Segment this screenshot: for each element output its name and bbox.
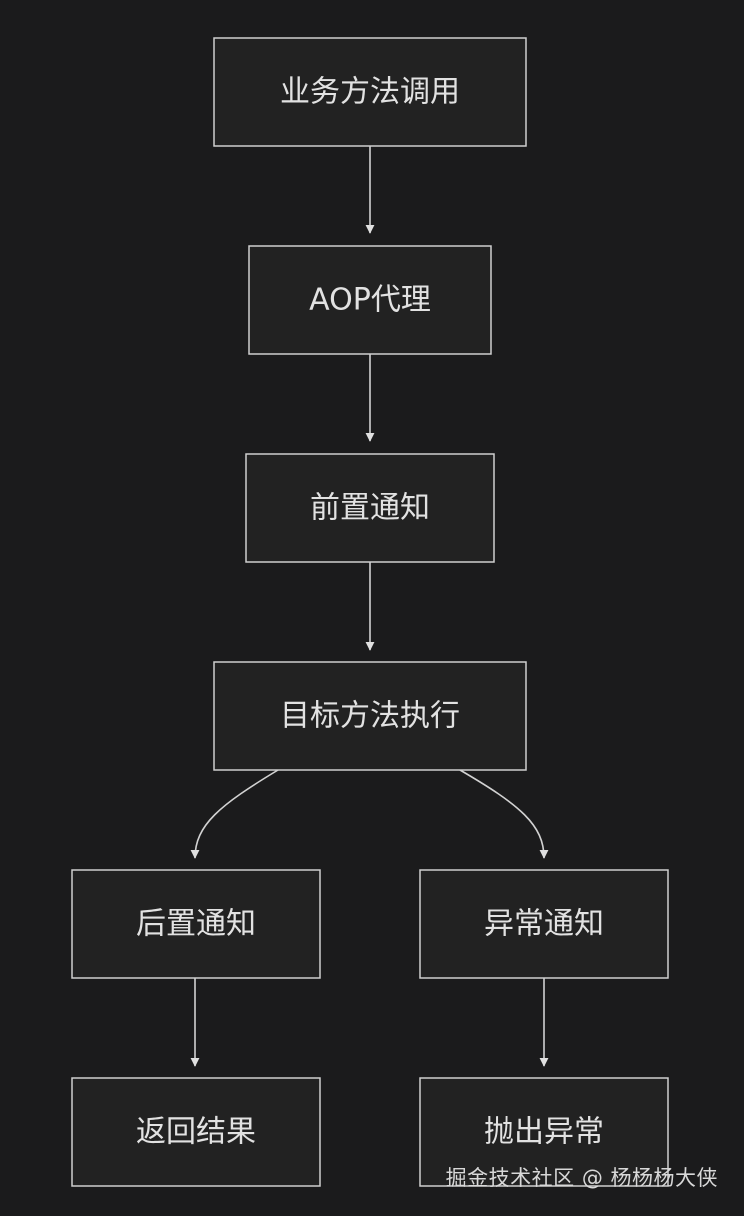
node-target-exec: 目标方法执行 <box>213 661 527 771</box>
node-exception-advice-label: 异常通知 <box>484 907 604 942</box>
node-aop-proxy-label: AOP代理 <box>309 283 431 318</box>
watermark: 掘金技术社区 @ 杨杨杨大侠 <box>445 1166 718 1190</box>
node-before-advice: 前置通知 <box>245 453 495 563</box>
node-after-advice: 后置通知 <box>71 869 321 979</box>
node-aop-proxy: AOP代理 <box>248 245 492 355</box>
edge-target-exec-to-after-advice <box>190 769 279 859</box>
node-before-advice-label: 前置通知 <box>310 491 430 526</box>
node-after-advice-label: 后置通知 <box>136 907 256 942</box>
node-business-call-label: 业务方法调用 <box>280 75 460 110</box>
node-return-result: 返回结果 <box>71 1077 321 1187</box>
edge-target-exec-to-exception-advice <box>459 769 549 859</box>
node-business-call: 业务方法调用 <box>213 37 527 147</box>
node-throw-exception-label: 抛出异常 <box>484 1115 604 1150</box>
node-target-exec-label: 目标方法执行 <box>280 699 460 734</box>
edges <box>190 146 549 1067</box>
node-return-result-label: 返回结果 <box>136 1115 256 1150</box>
node-throw-exception: 抛出异常 <box>419 1077 669 1187</box>
node-exception-advice: 异常通知 <box>419 869 669 979</box>
